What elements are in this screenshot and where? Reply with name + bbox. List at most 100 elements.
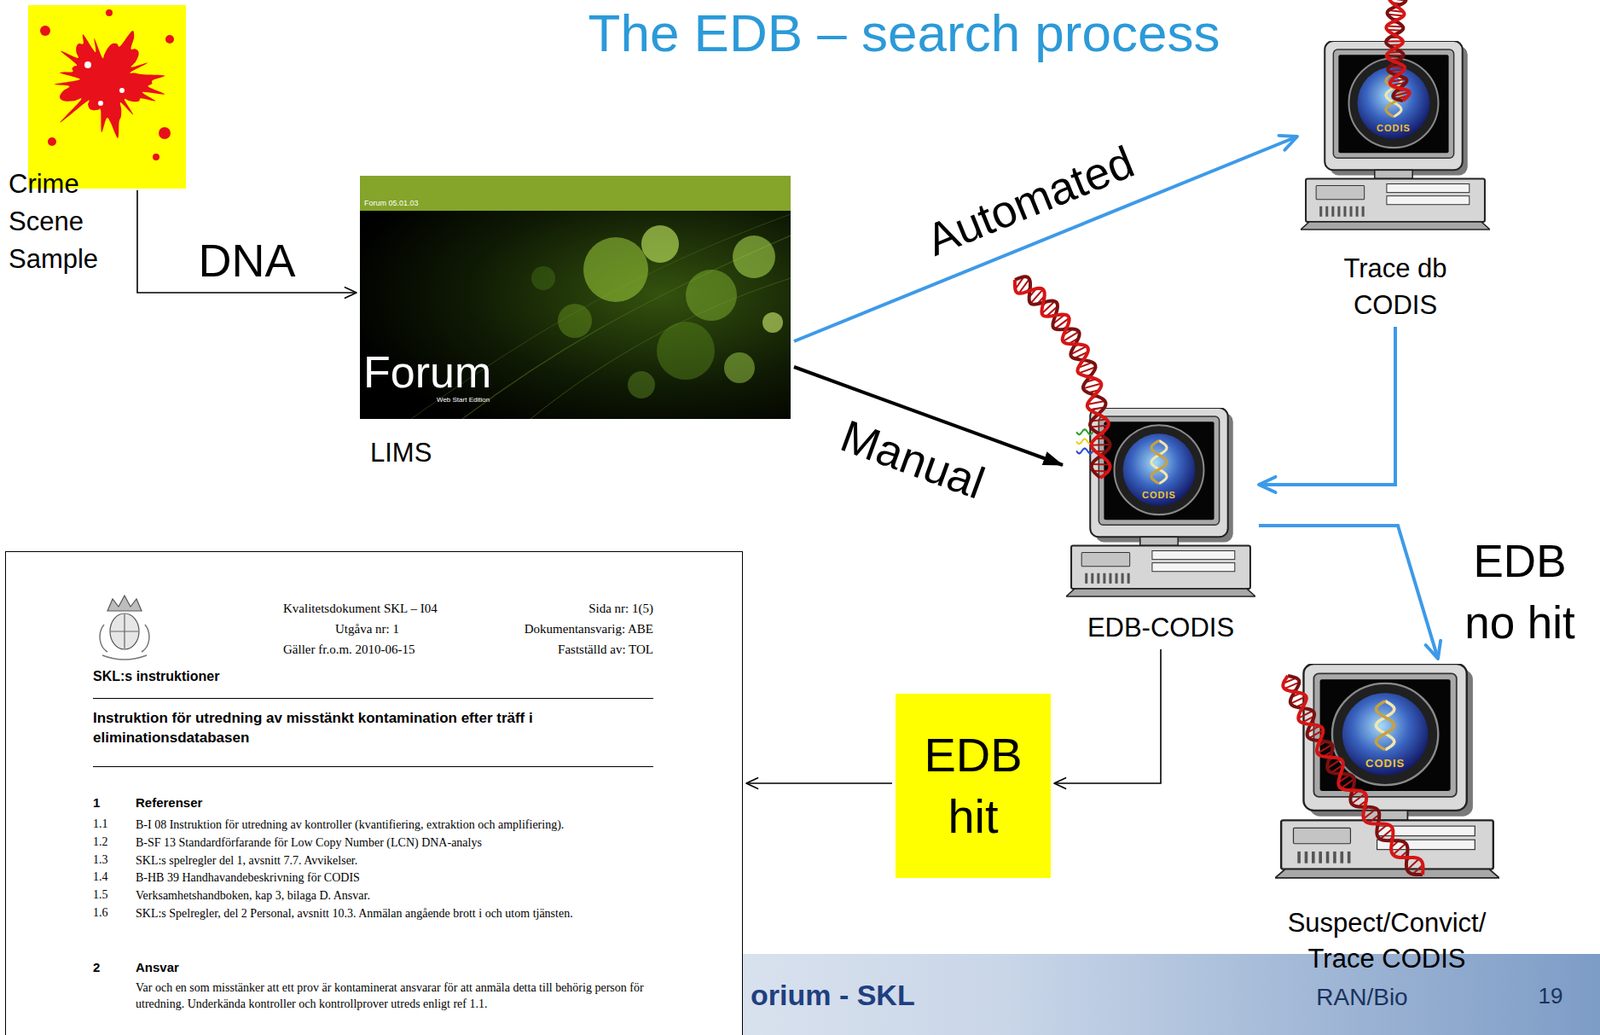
logo-globe — [1342, 692, 1428, 775]
reference-text: Verksamhetshandboken, kap 3, bilaga D. A… — [135, 887, 682, 904]
logo-helix — [1375, 701, 1395, 750]
dna-helix — [1282, 675, 1423, 875]
splat-art — [28, 5, 186, 189]
text-frame: 1 — [92, 794, 100, 811]
crest-supporter — [99, 624, 150, 652]
dna-helix — [1014, 276, 1111, 478]
slide-title: The EDB – search process — [588, 1, 1221, 65]
text-frame: Web Start Edition — [436, 396, 490, 404]
vent-slot — [1331, 206, 1334, 217]
logo-helix — [1375, 701, 1395, 750]
instruction-document: Kvalitetsdokument SKL – I04Sida nr: 1(5)… — [5, 550, 743, 1035]
bokeh-light — [583, 237, 649, 302]
front-panel — [1081, 552, 1131, 567]
text-frame: Referenser — [135, 794, 203, 811]
doc-series: SKL:s instruktioner — [92, 667, 220, 685]
doc-header: Sida nr: 1(5) — [482, 600, 654, 616]
logo-ring — [1349, 57, 1439, 148]
computer-base — [1300, 221, 1490, 230]
text-frame: CODIS — [1376, 122, 1411, 134]
text-frame: 1.1 — [92, 817, 109, 832]
bokeh-light — [641, 225, 679, 263]
reference-number: 1.1 — [92, 817, 109, 832]
crest-ribbon — [102, 655, 147, 660]
screen-ground — [359, 175, 791, 419]
label-frame: Manual — [834, 410, 992, 511]
text-frame: B-SF 13 Standardförfarande för Low Copy … — [135, 834, 682, 851]
monitor-bezel — [1313, 672, 1456, 796]
blood-drop — [47, 137, 57, 146]
vent-slot — [1096, 573, 1100, 584]
helix-rung — [1407, 858, 1420, 870]
computer-icon — [1275, 663, 1500, 879]
text-frame: LIMS — [370, 436, 432, 469]
fiber-line — [462, 235, 791, 419]
logo-helix — [1151, 440, 1167, 483]
box-text: EDB hit — [909, 724, 1038, 847]
splat-highlight — [98, 100, 104, 106]
flow-arrow — [1258, 525, 1438, 659]
computer-case — [1071, 544, 1251, 588]
footer-text: orium - SKL — [750, 977, 916, 1013]
front-panel — [1293, 827, 1351, 843]
text-frame: Dokumentansvarig: ABE — [414, 620, 654, 637]
computer-case — [1281, 819, 1494, 869]
screen-glow — [359, 210, 791, 419]
vent-slot — [1362, 206, 1365, 217]
logo-text: CODIS — [1142, 489, 1177, 501]
footer-text: RAN/Bio — [1315, 982, 1408, 1012]
vent-slot — [1340, 851, 1345, 864]
vent-slot — [1343, 206, 1346, 217]
flow-arrow — [137, 190, 357, 293]
vent-slot — [1102, 573, 1106, 584]
vent-slot — [1319, 206, 1322, 217]
computer-icon — [1300, 40, 1490, 231]
edge-label: DNA — [197, 233, 296, 287]
reference-text: B-HB 39 Handhavandebeskrivning för CODIS — [135, 869, 682, 886]
text-frame: Verksamhetshandboken, kap 3, bilaga D. A… — [135, 887, 682, 904]
reference-text: B-I 08 Instruktion för utredning av kont… — [135, 817, 682, 833]
crest-emblem — [90, 590, 159, 667]
vent-slot — [1347, 851, 1351, 864]
vent-slot — [1108, 573, 1112, 584]
title-bar — [359, 175, 791, 211]
helix-rung — [1091, 463, 1110, 466]
sample-icon: Crime Scene Sample — [8, 5, 186, 279]
vent-slot — [1304, 851, 1309, 864]
edge-label: Automated — [919, 135, 1142, 267]
label-frame: DNA — [197, 233, 296, 287]
reference-number: 1.2 — [92, 834, 109, 850]
helix-strand — [1282, 675, 1423, 875]
bokeh-light — [557, 303, 592, 338]
bokeh-light — [732, 235, 776, 279]
node-label: EDB-CODIS — [1087, 608, 1235, 646]
monitor-shadow — [1329, 46, 1467, 175]
bokeh-light — [656, 321, 715, 380]
bokeh-light — [724, 352, 755, 383]
computer-case — [1305, 178, 1485, 221]
helix-rung — [1385, 40, 1403, 42]
monitor-neck — [1362, 810, 1409, 820]
logo-text: CODIS — [1376, 122, 1411, 134]
text-frame: Instruktion för utredning av misstänkt k… — [92, 708, 656, 748]
monitor-neck — [1140, 536, 1178, 545]
node-label: Crime Scene Sample — [8, 165, 120, 279]
app-name: Forum — [363, 349, 492, 395]
crest-crown — [107, 595, 142, 611]
reference-number: 1.3 — [92, 852, 109, 868]
reference-number: 1.4 — [92, 869, 109, 885]
bokeh-light — [762, 312, 783, 333]
sample-square — [28, 5, 186, 189]
database-computer: CODIS Trace db CODIS — [1300, 40, 1490, 324]
reference-number: 1.6 — [92, 905, 109, 921]
text-frame: CODIS — [1142, 489, 1177, 501]
vent-slot — [1326, 851, 1330, 864]
text-frame: 1.4 — [92, 869, 109, 885]
page-number: 19 — [1538, 982, 1564, 1009]
logo-ring — [1114, 424, 1205, 515]
text-frame: EDB-CODIS — [1087, 608, 1235, 646]
node-label: Trace db CODIS — [1310, 249, 1481, 324]
text-frame: Crime Scene Sample — [8, 165, 120, 279]
doc-title: Instruktion för utredning av misstänkt k… — [92, 708, 656, 748]
